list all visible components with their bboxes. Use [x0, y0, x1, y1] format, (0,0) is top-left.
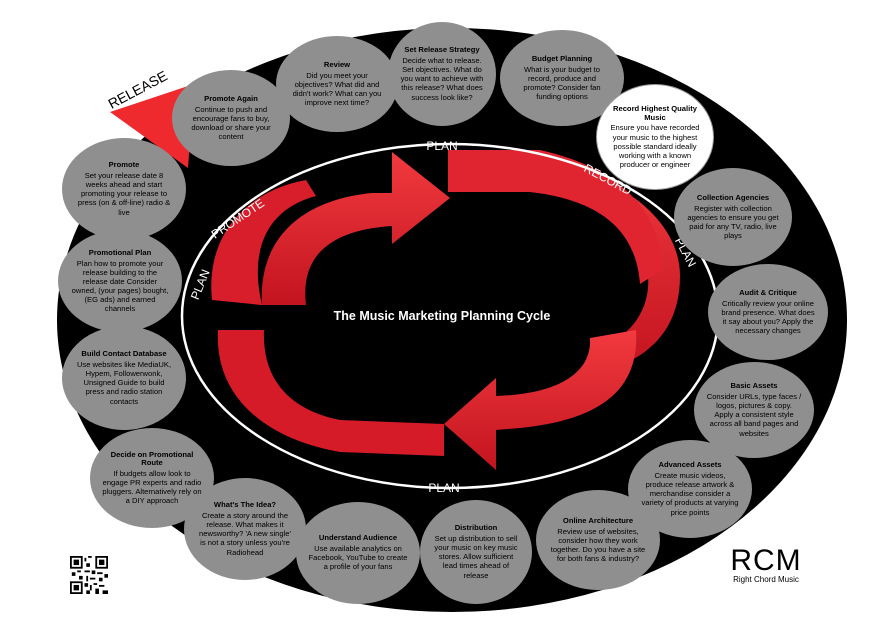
node-contact-database: Build Contact Database Use websites like… — [62, 326, 186, 430]
node-text: What is your budget to record, produce a… — [523, 64, 601, 101]
node-text: Continue to push and encourage fans to b… — [191, 104, 271, 141]
node-title: Distribution — [454, 523, 498, 533]
node-text: Ensure you have recorded your music to t… — [610, 123, 700, 169]
rcm-logo-mark: RCM — [730, 544, 802, 577]
node-title: Audit & Critique — [739, 287, 797, 297]
node-text: Decide what to release. Set objectives. … — [400, 56, 484, 102]
center-title: The Music Marketing Planning Cycle — [334, 309, 551, 323]
node-title: Online Architecture — [562, 515, 634, 525]
node-title: Promote Again — [204, 93, 258, 103]
node-title: Review — [323, 59, 351, 69]
node-text: Review use of websites, consider how the… — [550, 526, 646, 563]
node-collection-agencies: Collection Agencies Register with collec… — [674, 168, 792, 266]
node-text: Consider URLs, type faces / logos, pictu… — [706, 392, 802, 438]
node-title: Set Release Strategy — [404, 45, 480, 55]
node-title: Budget Planning — [531, 53, 593, 63]
ring-label-plan-bottom: PLAN — [428, 481, 459, 495]
node-promotional-plan: Promotional Plan Plan how to promote you… — [58, 230, 182, 332]
rcm-logo-name: Right Chord Music — [733, 575, 799, 584]
node-promote-again: Promote Again Continue to push and encou… — [172, 70, 290, 166]
node-distribution: Distribution Set up distribution to sell… — [420, 500, 532, 604]
node-promotional-route: Decide on Promotional Route If budgets a… — [90, 428, 214, 528]
node-title: Basic Assets — [730, 381, 778, 391]
red-arrow-bottom — [444, 330, 637, 470]
node-text: Use websites like MediaUK, Hypem, Follow… — [76, 360, 172, 406]
node-title: Decide on Promotional Route — [110, 449, 194, 468]
red-arrow-top-face — [211, 180, 316, 305]
node-audit-critique: Audit & Critique Critically review your … — [708, 264, 828, 360]
node-record-music: Record Highest Quality Music Ensure you … — [596, 84, 714, 190]
node-text: Set your release date 8 weeks ahead and … — [77, 171, 171, 217]
ring-label-plan-top: PLAN — [426, 139, 457, 153]
node-title: Understand Audience — [318, 533, 398, 543]
node-text: Register with collection agencies to ens… — [687, 203, 779, 240]
node-title: Advanced Assets — [658, 460, 722, 470]
node-text: Create a story around the release. What … — [199, 511, 291, 557]
node-set-release-strategy: Set Release Strategy Decide what to rele… — [388, 22, 496, 126]
rcm-logo: RCM Right Chord Music — [726, 544, 806, 585]
node-basic-assets: Basic Assets Consider URLs, type faces /… — [694, 362, 814, 458]
qr-code-icon — [70, 556, 108, 594]
node-text: Plan how to promote your release buildin… — [71, 258, 169, 314]
node-title: Collection Agencies — [696, 192, 770, 202]
node-review: Review Did you meet your objectives? Wha… — [276, 36, 398, 132]
node-text: Critically review your online brand pres… — [721, 298, 815, 335]
node-understand-audience: Understand Audience Use available analyt… — [296, 502, 420, 604]
node-title: Build Contact Database — [81, 349, 167, 359]
node-title: Record Highest Quality Music — [613, 104, 697, 122]
node-text: Did you meet your objectives? What did a… — [292, 70, 382, 107]
red-arrow-right-inner — [448, 150, 662, 284]
node-text: Create music videos, produce release art… — [641, 471, 739, 517]
node-title: Promote — [108, 160, 140, 170]
red-arrow-bottom-band — [217, 330, 444, 456]
node-online-architecture: Online Architecture Review use of websit… — [536, 490, 660, 590]
red-arrow-top — [261, 152, 450, 305]
node-title: What's The Idea? — [213, 500, 277, 510]
node-text: If budgets allow look to engage PR exper… — [102, 469, 202, 506]
node-text: Set up distribution to sell your music o… — [434, 534, 518, 580]
node-promote: Promote Set your release date 8 weeks ah… — [62, 138, 186, 240]
node-title: Promotional Plan — [88, 247, 152, 257]
node-text: Use available analytics on Facebook, You… — [308, 544, 408, 572]
